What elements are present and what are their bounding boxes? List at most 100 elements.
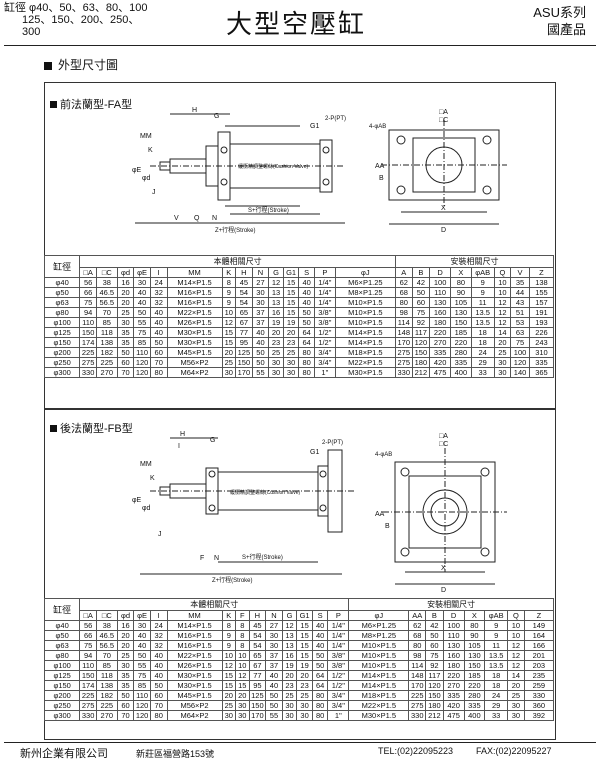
mount-hole-icon xyxy=(396,135,406,145)
table-cell: 30 xyxy=(133,277,151,288)
column-header-cell: D xyxy=(442,610,465,621)
table-cell: 33 xyxy=(470,367,495,378)
table-cell: 40 xyxy=(265,680,283,691)
table-cell: 157 xyxy=(528,297,555,308)
table-cell: 23 xyxy=(282,337,300,348)
table-cell: 9 xyxy=(221,630,237,641)
bore-header-cell: 缸徑 xyxy=(43,598,81,621)
table-cell: 32 xyxy=(149,287,168,298)
table-cell: 15 xyxy=(221,670,237,681)
bore-size-cell: φ50 xyxy=(43,630,81,641)
table-cell: 95 xyxy=(235,337,253,348)
table-cell: 9 xyxy=(470,287,495,298)
column-header-cell: φAB xyxy=(484,610,509,621)
table-cell: 80 xyxy=(408,640,427,651)
table-cell: 1/4" xyxy=(313,297,336,308)
bore-size-cell: φ200 xyxy=(43,690,81,701)
dim-label-g: G xyxy=(210,437,215,444)
body-dims-group-header: 本體相關尺寸 xyxy=(79,598,350,611)
table-cell: M18×P1.5 xyxy=(334,347,396,358)
table-cell: 25 xyxy=(296,690,313,701)
table-cell: 66 xyxy=(79,630,97,641)
column-header-cell: B xyxy=(425,610,444,621)
table-cell: 1" xyxy=(327,710,350,721)
table-cell: 225 xyxy=(95,700,118,711)
table-cell: 56.5 xyxy=(95,297,118,308)
table-cell: 37 xyxy=(265,650,283,661)
table-cell: 50 xyxy=(251,347,270,358)
mount-hole-icon xyxy=(400,467,410,477)
table-cell: 54 xyxy=(235,297,253,308)
dim-label-d: D xyxy=(441,227,446,234)
table-cell: 24 xyxy=(149,620,168,631)
bore-size-cell: φ100 xyxy=(43,660,81,671)
column-header-cell: φE xyxy=(133,267,151,278)
table-cell: 9 xyxy=(484,620,509,631)
table-cell: 16 xyxy=(268,307,284,318)
table-cell: 18 xyxy=(470,337,495,348)
bore-size-cell: φ250 xyxy=(43,700,81,711)
table-cell: 235 xyxy=(523,670,555,681)
bore-size-cell: φ200 xyxy=(43,347,81,358)
table-cell: 12 xyxy=(507,660,525,671)
table-cell: 475 xyxy=(442,710,465,721)
table-cell: M14×P1.5 xyxy=(334,337,396,348)
mount-hole-icon xyxy=(482,135,492,145)
dim-label-f: F xyxy=(200,555,204,562)
table-cell: 220 xyxy=(463,680,486,691)
table-cell: 30 xyxy=(265,630,283,641)
table-cell: 225 xyxy=(95,357,118,368)
table-cell: 105 xyxy=(450,297,472,308)
bore-size-cell: φ40 xyxy=(43,620,81,631)
column-header-cell: K xyxy=(221,610,237,621)
table-cell: 243 xyxy=(528,337,555,348)
cushion-valve-label: 緩衝精調整螺絲(Cushion Valve) xyxy=(238,163,309,170)
column-header-cell: G1 xyxy=(296,610,313,621)
table-cell: 13 xyxy=(281,630,298,641)
footer-divider xyxy=(4,742,596,743)
table-cell: 180 xyxy=(411,357,431,368)
column-header-cell: Q xyxy=(507,610,525,621)
table-cell: 80 xyxy=(311,700,329,711)
table-cell: M10×P1.5 xyxy=(348,650,410,661)
table-cell: 50 xyxy=(298,307,315,318)
table-cell: 24 xyxy=(149,277,168,288)
table-cell: 30 xyxy=(221,367,237,378)
table-cell: 40 xyxy=(298,277,315,288)
table-cell: M64×P2 xyxy=(166,367,223,378)
table-cell: 110 xyxy=(133,347,151,358)
table-cell: 55 xyxy=(133,660,151,671)
table-cell: 56 xyxy=(79,620,97,631)
table-cell: 110 xyxy=(79,660,97,671)
table-cell: 40 xyxy=(251,337,270,348)
table-cell: 8 xyxy=(221,620,237,631)
table-cell: 335 xyxy=(429,347,451,358)
column-header-cell: G xyxy=(281,610,298,621)
table-cell: M30×P1.5 xyxy=(348,710,410,721)
table-cell: 212 xyxy=(425,710,444,721)
dim-label-x: X xyxy=(441,565,446,572)
bore-label-line2: 125、150、200、250、 xyxy=(22,14,140,26)
table-cell: 193 xyxy=(528,317,555,328)
table-cell: 150 xyxy=(450,317,472,328)
table-cell: 18 xyxy=(484,680,509,691)
cushion-valve-icon xyxy=(319,470,327,478)
table-cell: M30×P1.5 xyxy=(166,327,223,338)
table-cell: 3/4" xyxy=(327,700,350,711)
section-title-text: 外型尺寸圖 xyxy=(58,58,119,72)
bore-header-cell: 缸徑 xyxy=(43,255,81,278)
table-cell: 392 xyxy=(523,710,555,721)
table-cell: 120 xyxy=(411,337,431,348)
table-cell: 8 xyxy=(221,277,237,288)
table-cell: 12 xyxy=(507,640,525,651)
table-cell: 70 xyxy=(149,357,168,368)
table-cell: 80 xyxy=(311,690,329,701)
table-cell: 77 xyxy=(248,670,267,681)
table-cell: 30 xyxy=(282,357,300,368)
holes-label: 4-φAB xyxy=(369,124,386,130)
